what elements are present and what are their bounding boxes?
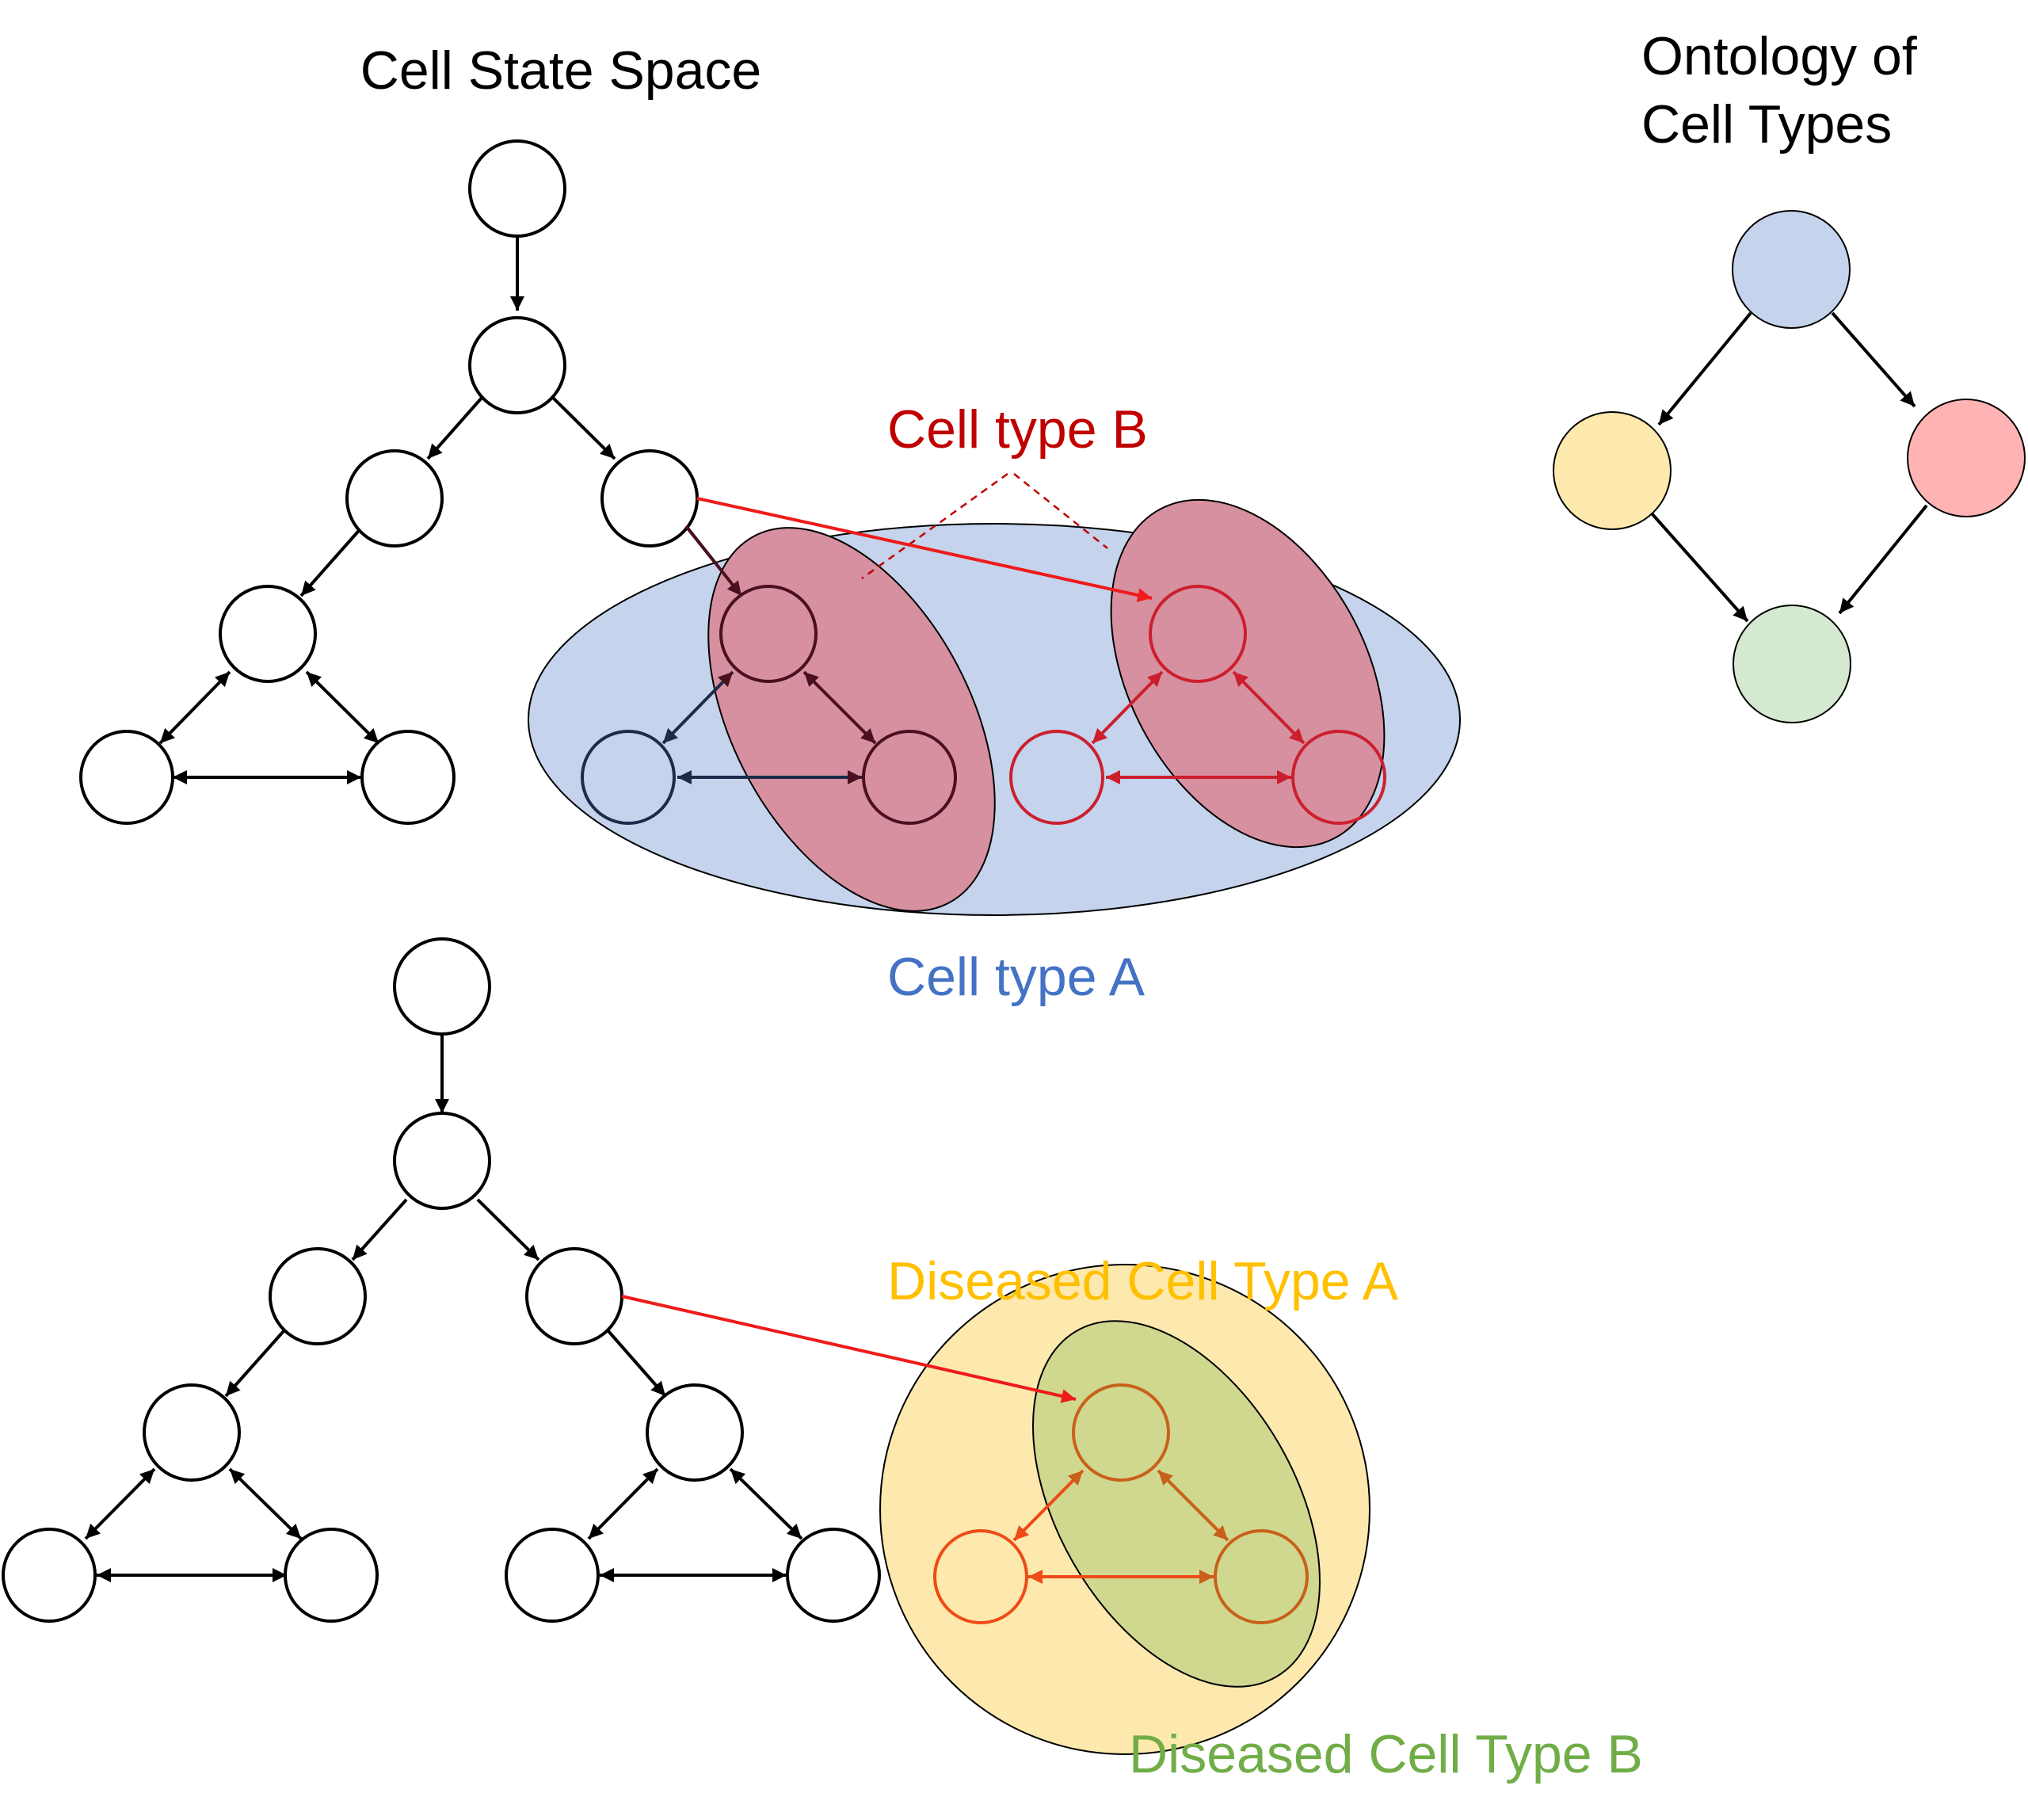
state-node [525, 1247, 623, 1345]
edge [476, 1198, 540, 1261]
diseased-cluster [933, 1383, 1309, 1624]
state-node [79, 730, 174, 825]
edge [228, 1467, 303, 1540]
ontology-green-node [1733, 605, 1851, 723]
edge [661, 670, 734, 745]
edge [684, 525, 743, 597]
diseased-cell-type-a-label: Diseased Cell Type A [887, 1251, 1399, 1311]
edge [351, 1198, 408, 1261]
state-node [269, 1247, 367, 1345]
cell-state-space-title: Cell State Space [360, 40, 762, 101]
state-node [393, 937, 491, 1036]
edge [305, 670, 380, 745]
state-node [360, 730, 456, 825]
edge [1232, 670, 1306, 745]
cell-type-a-label: Cell type A [887, 947, 1146, 1007]
bottom-tree [2, 937, 881, 1623]
state-node [933, 1529, 1028, 1624]
state-node [345, 449, 444, 548]
state-node [862, 730, 957, 825]
pointer-line [861, 472, 1008, 580]
state-node [2, 1528, 97, 1623]
state-node [1009, 730, 1104, 825]
state-node [1291, 730, 1386, 825]
state-node [468, 316, 566, 414]
top-tree [79, 139, 743, 825]
cell-type-b-pointers [861, 472, 1108, 580]
edge [1838, 504, 1928, 615]
edge [1091, 670, 1164, 745]
ontology-root-node [1732, 210, 1851, 329]
right-cluster [1009, 585, 1386, 825]
state-node [284, 1528, 379, 1623]
edge [587, 1467, 659, 1540]
state-node [219, 585, 317, 683]
edge [158, 670, 231, 745]
state-node [505, 1528, 600, 1623]
edge [607, 1330, 667, 1398]
state-node [600, 449, 699, 548]
left-cluster [581, 525, 957, 825]
red-transition-arrow [621, 1295, 1077, 1403]
edge [224, 1330, 285, 1398]
state-node [1072, 1383, 1170, 1482]
edge [1157, 1469, 1229, 1542]
edge [1657, 311, 1752, 426]
ontology-title-line2: Cell Types [1641, 94, 1892, 155]
state-node [1214, 1529, 1309, 1624]
cell-type-b-label: Cell type B [887, 399, 1148, 460]
ontology-pink-node [1907, 399, 2026, 517]
edge [802, 670, 877, 745]
state-node [786, 1528, 881, 1623]
state-node [1149, 585, 1247, 683]
state-node [646, 1383, 744, 1482]
edge [299, 525, 364, 597]
state-node [581, 730, 676, 825]
edge [426, 395, 484, 460]
edge [1650, 512, 1749, 623]
state-node [143, 1383, 241, 1482]
red-transition-arrow [696, 497, 1153, 602]
ontology-title-line1: Ontology of [1641, 26, 1917, 86]
edge [551, 395, 616, 460]
ontology-yellow-node [1553, 411, 1672, 530]
diseased-cell-type-b-label: Diseased Cell Type B [1129, 1724, 1643, 1784]
ontology-graph [1650, 311, 1928, 623]
edge [729, 1467, 803, 1540]
state-node [468, 139, 566, 238]
edge [84, 1467, 156, 1540]
edge [1012, 1469, 1085, 1542]
state-node [719, 585, 818, 683]
state-node [393, 1112, 491, 1210]
edge [1831, 311, 1916, 408]
